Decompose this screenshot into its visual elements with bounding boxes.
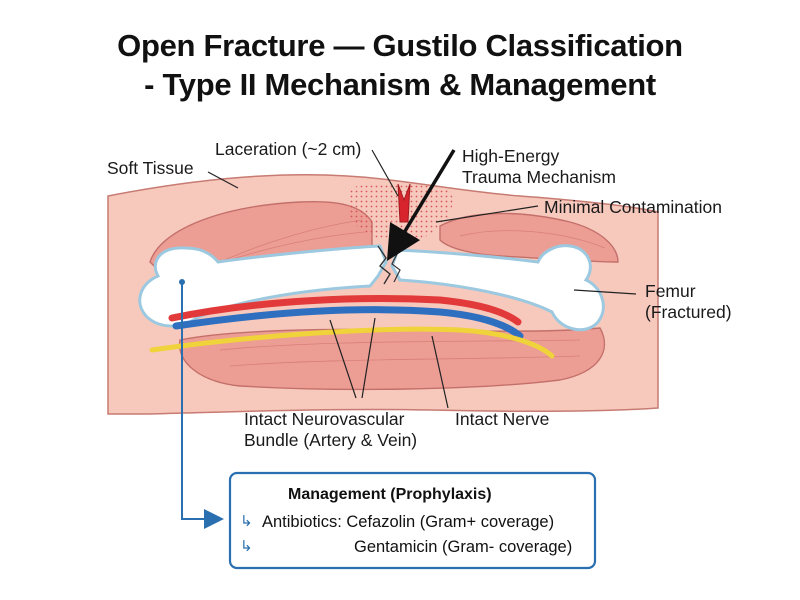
label-femur-line2: (Fractured) — [645, 302, 732, 322]
femur-bone — [138, 244, 605, 332]
femur-distal-fragment — [390, 244, 605, 332]
management-item-cefazolin: Antibiotics: Cefazolin (Gram+ coverage) — [262, 513, 554, 531]
label-femur-line1: Femur — [645, 281, 696, 301]
management-heading: Management (Prophylaxis) — [288, 486, 492, 503]
label-nerve: Intact Nerve — [455, 409, 549, 429]
title-line-1: Open Fracture — Gustilo Classification — [117, 28, 683, 63]
artery — [168, 295, 522, 326]
trauma-arrow — [386, 149, 456, 261]
label-laceration: Laceration (~2 cm) — [215, 139, 361, 159]
title-line-2: - Type II Mechanism & Management — [144, 67, 656, 102]
laceration-cut — [397, 183, 411, 223]
vein — [172, 306, 524, 340]
label-contamination: Minimal Contamination — [544, 197, 722, 217]
fracture-line — [377, 245, 391, 285]
label-high-energy-line2: Trauma Mechanism — [462, 167, 616, 187]
management-box: Management (Prophylaxis) ↳ Antibiotics: … — [228, 471, 597, 570]
bullet-arrow-icon: ↳ — [240, 512, 253, 530]
label-bundle-line2: Bundle (Artery & Vein) — [244, 430, 417, 450]
nerve — [149, 326, 555, 359]
femur-proximal-fragment — [138, 244, 388, 328]
pointer-origin-dot — [179, 279, 185, 285]
leader-lines — [207, 149, 637, 409]
label-high-energy-line1: High-Energy — [462, 146, 560, 166]
management-pointer — [181, 284, 224, 529]
management-item-gentamicin: Gentamicin (Gram- coverage) — [354, 538, 572, 556]
label-soft-tissue: Soft Tissue — [107, 158, 194, 178]
label-bundle-line1: Intact Neurovascular — [244, 409, 405, 429]
bullet-arrow-icon: ↳ — [240, 537, 253, 555]
neurovascular-bundle — [149, 295, 555, 359]
